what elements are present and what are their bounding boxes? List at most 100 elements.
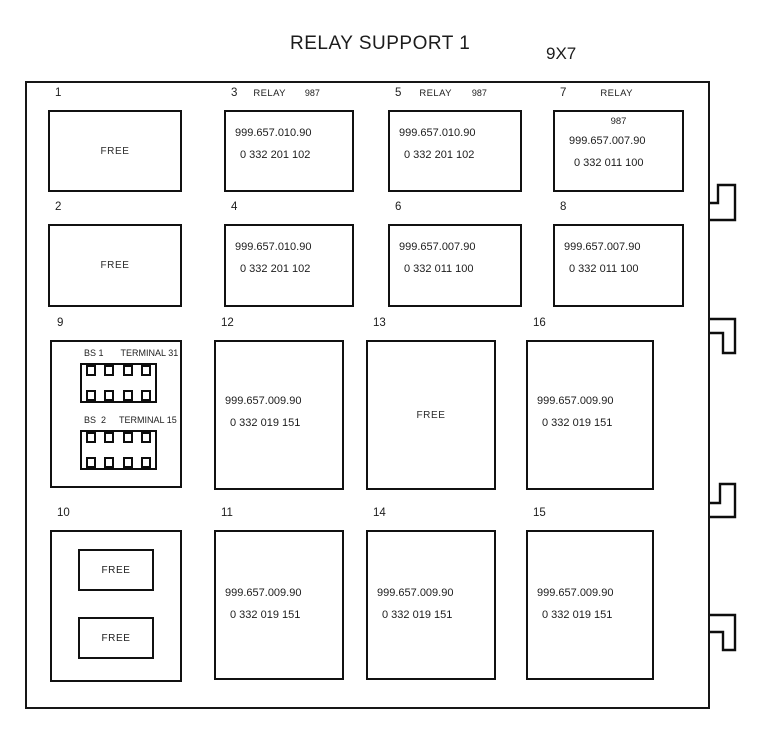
slot-5: 5 RELAY 987 999.657.010.90 0 332 201 102 — [388, 86, 522, 192]
slot-4: 4 999.657.010.90 0 332 201 102 — [224, 200, 354, 307]
slot-7-part-number: 999.657.007.90 — [569, 135, 646, 147]
slot-3-box: 999.657.010.90 0 332 201 102 — [224, 110, 354, 192]
slot-13: 13 FREE — [366, 316, 496, 490]
slot-6-order-number: 0 332 011 100 — [404, 263, 474, 275]
slot-7-box: 987 999.657.007.90 0 332 011 100 — [553, 110, 684, 192]
slot-12-order-number: 0 332 019 151 — [230, 417, 301, 429]
slot-5-part-number: 999.657.010.90 — [399, 127, 476, 139]
slot-16-number: 16 — [533, 317, 546, 329]
slot-1-box: FREE — [48, 110, 182, 192]
slot-6-number: 6 — [395, 201, 402, 213]
terminal-pin — [122, 390, 133, 401]
bs1-label: BS 1 — [84, 348, 104, 358]
terminal-pin — [122, 457, 133, 468]
terminal-pin — [140, 432, 151, 443]
slot-2-number: 2 — [55, 201, 62, 213]
slot-5-code: 987 — [471, 88, 487, 98]
slot-4-number: 4 — [231, 201, 238, 213]
mounting-tab-2 — [710, 317, 737, 355]
bs2-terminal-label: TERMINAL 15 — [119, 415, 177, 425]
slot-16-box: 999.657.009.90 0 332 019 151 — [526, 340, 654, 490]
slot-6: 6 999.657.007.90 0 332 011 100 — [388, 200, 522, 307]
bs1-terminal-label: TERMINAL 31 — [120, 348, 179, 358]
slot-16-order-number: 0 332 019 151 — [542, 417, 613, 429]
slot-10-free-label-2: FREE — [101, 632, 131, 644]
slot-15: 15 999.657.009.90 0 332 019 151 — [526, 506, 654, 680]
slot-3-type: RELAY — [253, 88, 286, 99]
slot-7-code: 987 — [610, 116, 627, 127]
slot-12: 12 999.657.009.90 0 332 019 151 — [214, 316, 344, 490]
slot-11-box: 999.657.009.90 0 332 019 151 — [214, 530, 344, 680]
mounting-tab-3 — [710, 482, 737, 519]
mounting-tab-1 — [710, 183, 737, 222]
slot-8-box: 999.657.007.90 0 332 011 100 — [553, 224, 684, 307]
slot-7-type: RELAY — [600, 88, 633, 99]
terminal-pin — [104, 457, 115, 468]
slot-7-number: 7 — [560, 87, 567, 99]
slot-5-box: 999.657.010.90 0 332 201 102 — [388, 110, 522, 192]
slot-11-number: 11 — [221, 507, 233, 519]
slot-2-label: FREE — [100, 260, 130, 271]
terminal-block-2 — [80, 430, 157, 470]
slot-14-box: 999.657.009.90 0 332 019 151 — [366, 530, 496, 680]
terminal-pin — [86, 432, 96, 443]
mounting-tab-4 — [710, 613, 737, 652]
terminal-pin — [86, 390, 96, 401]
bs2-label: BS 2 — [84, 415, 107, 425]
terminal-pin — [140, 457, 151, 468]
slot-3-order-number: 0 332 201 102 — [240, 149, 311, 161]
slot-12-part-number: 999.657.009.90 — [225, 395, 302, 407]
terminal-pin — [140, 365, 151, 376]
slot-16: 16 999.657.009.90 0 332 019 151 — [526, 316, 654, 490]
terminal-pin — [104, 365, 115, 376]
terminal-pin — [104, 390, 115, 401]
slot-9-number: 9 — [57, 317, 64, 329]
slot-1: 1 FREE — [48, 86, 182, 192]
slot-5-number: 5 — [395, 87, 402, 99]
slot-10-number: 10 — [57, 507, 70, 519]
slot-8: 8 999.657.007.90 0 332 011 100 — [553, 200, 684, 307]
terminal-pin — [140, 390, 151, 401]
slot-3-number: 3 — [231, 87, 238, 99]
terminal-pin — [104, 432, 115, 443]
slot-14-part-number: 999.657.009.90 — [377, 587, 454, 599]
slot-11: 11 999.657.009.90 0 332 019 151 — [214, 506, 344, 680]
slot-5-type: RELAY — [419, 88, 452, 99]
slot-3-code: 987 — [304, 88, 320, 98]
slot-5-order-number: 0 332 201 102 — [404, 149, 475, 161]
terminal-pin — [122, 432, 133, 443]
page-title: RELAY SUPPORT 1 — [290, 33, 471, 54]
slot-10-free-box-1: FREE — [78, 549, 154, 591]
slot-4-part-number: 999.657.010.90 — [235, 241, 312, 253]
slot-3-part-number: 999.657.010.90 — [235, 127, 312, 139]
slot-10-box: FREE FREE — [50, 530, 182, 682]
slot-11-part-number: 999.657.009.90 — [225, 587, 302, 599]
slot-15-number: 15 — [533, 507, 546, 519]
slot-14-number: 14 — [373, 507, 386, 519]
slot-9: 9 BS 1 TERMINAL 31 BS 2 TERMINAL 15 — [50, 316, 182, 488]
slot-12-number: 12 — [221, 317, 234, 329]
slot-13-label: FREE — [416, 409, 446, 421]
slot-10: 10 FREE FREE — [50, 506, 182, 682]
slot-2: 2 FREE — [48, 200, 182, 307]
size-reference: 9X7 — [546, 44, 577, 63]
slot-12-box: 999.657.009.90 0 332 019 151 — [214, 340, 344, 490]
slot-2-box: FREE — [48, 224, 182, 307]
slot-8-part-number: 999.657.007.90 — [564, 241, 641, 253]
terminal-pin — [86, 365, 96, 376]
terminal-pin — [122, 365, 133, 376]
slot-13-box: FREE — [366, 340, 496, 490]
slot-8-order-number: 0 332 011 100 — [569, 263, 639, 275]
slot-13-number: 13 — [373, 317, 386, 329]
slot-7: 7 RELAY 987 999.657.007.90 0 332 011 100 — [553, 86, 684, 192]
slot-15-part-number: 999.657.009.90 — [537, 587, 614, 599]
slot-9-box: BS 1 TERMINAL 31 BS 2 TERMINAL 15 — [50, 340, 182, 488]
slot-10-free-label-1: FREE — [101, 564, 131, 576]
slot-3: 3 RELAY 987 999.657.010.90 0 332 201 102 — [224, 86, 354, 192]
terminal-block-1 — [80, 363, 157, 403]
terminal-pin — [86, 457, 96, 468]
slot-8-number: 8 — [560, 201, 567, 213]
slot-1-label: FREE — [100, 145, 130, 157]
slot-4-box: 999.657.010.90 0 332 201 102 — [224, 224, 354, 307]
slot-11-order-number: 0 332 019 151 — [230, 609, 301, 621]
